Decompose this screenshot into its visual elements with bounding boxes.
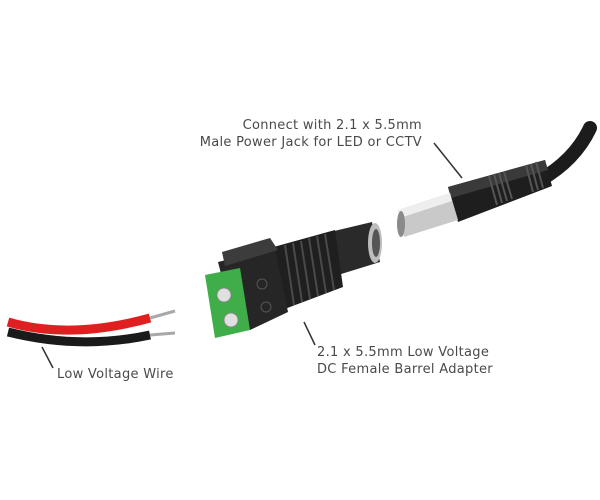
female-barrel-adapter [205,222,382,338]
male-jack-label: Connect with 2.1 x 5.5mm Male Power Jack… [200,117,422,151]
male-jack-label-line1: Connect with 2.1 x 5.5mm [242,118,422,133]
wire-label: Low Voltage Wire [57,366,174,383]
adapter-label-line1: 2.1 x 5.5mm Low Voltage [317,345,490,360]
wire-label-text: Low Voltage Wire [57,367,174,382]
low-voltage-wire [6,309,176,347]
male-jack-label-line2: Male Power Jack for LED or CCTV [199,135,422,150]
leader-lines [41,142,463,369]
adapter-label: 2.1 x 5.5mm Low Voltage DC Female Barrel… [317,344,493,378]
adapter-label-line2: DC Female Barrel Adapter [317,362,493,377]
male-power-jack [397,121,597,237]
